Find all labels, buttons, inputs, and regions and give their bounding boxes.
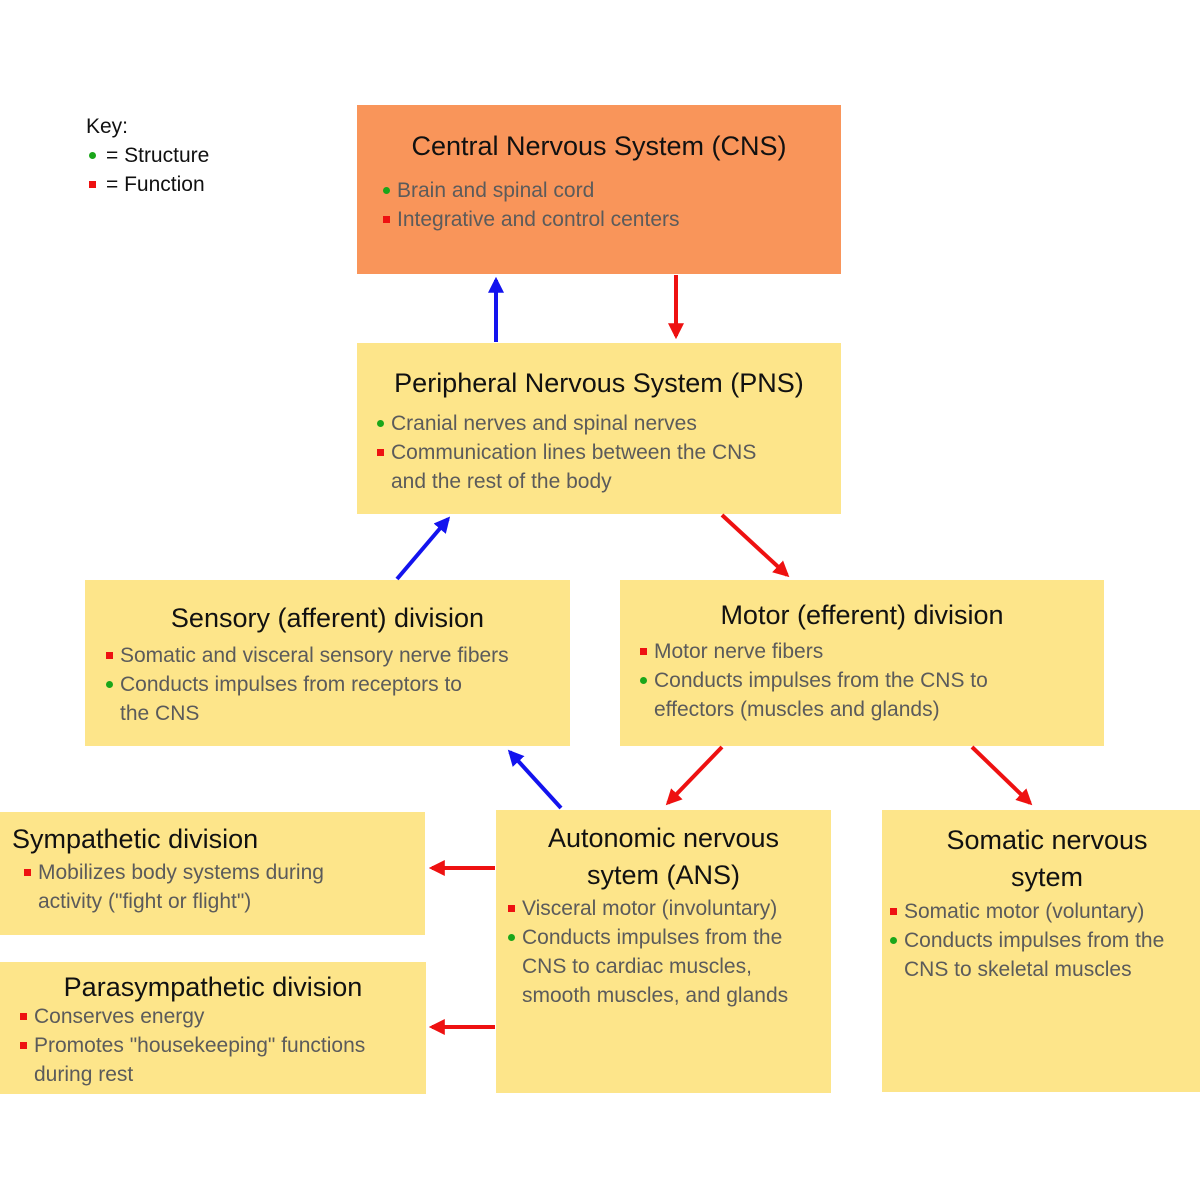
structure-dot-icon bbox=[383, 187, 390, 194]
node-item: Motor nerve fibers bbox=[638, 637, 988, 666]
node-item: Mobilizes body systems during bbox=[22, 858, 324, 887]
node-item-continued: effectors (muscles and glands) bbox=[654, 698, 940, 721]
function-square-icon bbox=[20, 1013, 27, 1020]
node-motor-division: Motor (efferent) division Motor nerve fi… bbox=[620, 580, 1104, 746]
node-item: Conducts impulses from the bbox=[506, 923, 788, 952]
node-item: Conducts impulses from the CNS to bbox=[638, 666, 988, 695]
structure-dot-icon bbox=[106, 681, 113, 688]
arrow-pns-to-motor bbox=[720, 513, 790, 578]
node-item: Conducts impulses from the bbox=[888, 926, 1164, 955]
node-title: Parasympathetic division bbox=[63, 972, 363, 1002]
function-square-icon bbox=[106, 652, 113, 659]
node-somatic-nervous-system: Somatic nervous sytem Somatic motor (vol… bbox=[882, 810, 1200, 1092]
node-item: Cranial nerves and spinal nerves bbox=[375, 409, 756, 438]
key-heading: Key: bbox=[86, 115, 129, 138]
node-title: Motor (efferent) division bbox=[720, 600, 1004, 630]
node-sensory-division: Sensory (afferent) division Somatic and … bbox=[85, 580, 570, 746]
node-parasympathetic-division: Parasympathetic division Conserves energ… bbox=[0, 962, 426, 1094]
node-pns: Peripheral Nervous System (PNS) Cranial … bbox=[357, 343, 841, 514]
node-item-continued: CNS to cardiac muscles, bbox=[522, 955, 752, 978]
node-title-line: sytem bbox=[1010, 862, 1083, 892]
node-item: Conserves energy bbox=[18, 1002, 365, 1031]
function-square-icon bbox=[24, 869, 31, 876]
node-title: Central Nervous System (CNS) bbox=[411, 131, 787, 161]
node-item: Visceral motor (involuntary) bbox=[506, 894, 788, 923]
function-square-icon bbox=[890, 908, 897, 915]
node-item: Conducts impulses from receptors to bbox=[104, 670, 509, 699]
function-square-icon bbox=[377, 449, 384, 456]
node-ans: Autonomic nervous sytem (ANS) Visceral m… bbox=[496, 810, 831, 1093]
function-square-icon bbox=[383, 216, 390, 223]
node-item-continued: activity ("fight or flight") bbox=[38, 890, 252, 913]
node-item: Somatic and visceral sensory nerve fiber… bbox=[104, 641, 509, 670]
key-legend: Key: = Structure = Function bbox=[86, 112, 209, 199]
node-item: Promotes "housekeeping" functions bbox=[18, 1031, 365, 1060]
arrow-motor-to-ans bbox=[665, 745, 724, 806]
function-square-icon bbox=[20, 1042, 27, 1049]
key-entry-label: = Function bbox=[106, 173, 205, 196]
node-item: Communication lines between the CNS bbox=[375, 438, 756, 467]
node-title-line: sytem (ANS) bbox=[586, 860, 740, 890]
node-item-continued: and the rest of the body bbox=[391, 470, 612, 493]
structure-dot-icon bbox=[377, 420, 384, 427]
node-item: Somatic motor (voluntary) bbox=[888, 897, 1164, 926]
function-square-icon bbox=[508, 905, 515, 912]
key-entry-structure: = Structure bbox=[86, 141, 209, 170]
function-square-icon bbox=[89, 181, 96, 188]
arrow-motor-to-somatic bbox=[970, 745, 1033, 806]
node-item: Brain and spinal cord bbox=[381, 176, 680, 205]
key-entry-function: = Function bbox=[86, 170, 209, 199]
node-item-continued: CNS to skeletal muscles bbox=[904, 958, 1132, 981]
structure-dot-icon bbox=[89, 152, 96, 159]
node-title-line: Somatic nervous bbox=[946, 825, 1148, 855]
node-title: Sensory (afferent) division bbox=[170, 603, 485, 633]
function-square-icon bbox=[640, 648, 647, 655]
node-cns: Central Nervous System (CNS) Brain and s… bbox=[357, 105, 841, 274]
structure-dot-icon bbox=[640, 677, 647, 684]
node-item-continued: during rest bbox=[34, 1063, 134, 1086]
node-item-continued: smooth muscles, and glands bbox=[522, 984, 789, 1007]
node-sympathetic-division: Sympathetic division Mobilizes body syst… bbox=[0, 812, 425, 935]
arrow-ans-to-sensory bbox=[507, 749, 563, 810]
key-entry-label: = Structure bbox=[106, 144, 210, 167]
node-item-continued: the CNS bbox=[120, 702, 200, 725]
structure-dot-icon bbox=[890, 937, 897, 944]
node-item: Integrative and control centers bbox=[381, 205, 680, 234]
node-title: Sympathetic division bbox=[12, 824, 259, 854]
node-title-line: Autonomic nervous bbox=[547, 823, 780, 853]
arrow-sensory-to-pns bbox=[395, 516, 451, 581]
node-title: Peripheral Nervous System (PNS) bbox=[394, 368, 804, 398]
structure-dot-icon bbox=[508, 934, 515, 941]
